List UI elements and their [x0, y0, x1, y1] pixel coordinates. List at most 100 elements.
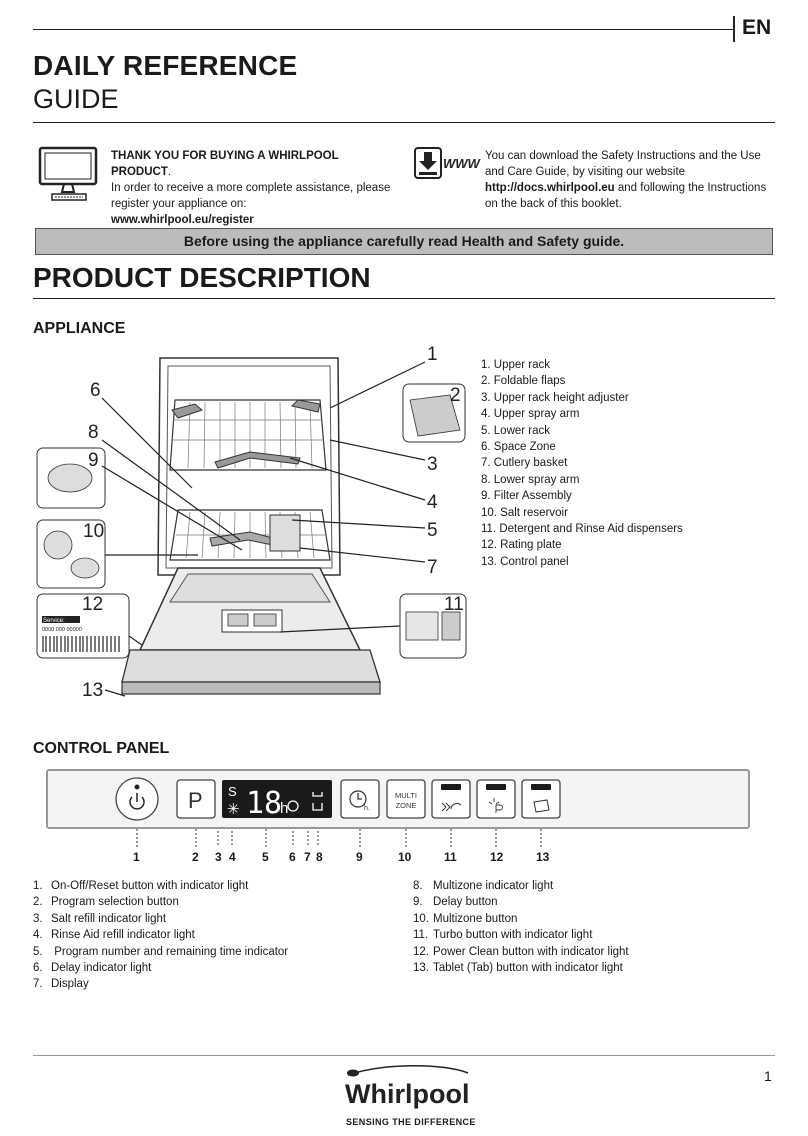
list-item: 3.Salt refill indicator light: [33, 912, 167, 925]
legend-item: 5. Lower rack: [481, 424, 551, 437]
download-text-block: You can download the Safety Instructions…: [485, 150, 767, 210]
callout-2: 2: [450, 385, 461, 406]
program-number-display: 18: [246, 786, 282, 821]
list-item: 6.Delay indicator light: [33, 962, 152, 975]
docs-link[interactable]: http://docs.whirlpool.eu: [485, 182, 615, 194]
panel-number-13: 13: [536, 850, 550, 864]
delay-indicator-icon: [287, 800, 299, 812]
panel-number-12: 12: [490, 850, 504, 864]
footer-rule: [33, 1055, 775, 1056]
legend-item: 10. Salt reservoir: [481, 506, 568, 519]
computer-icon: [38, 146, 98, 201]
list-item: 2.Program selection button: [33, 896, 179, 909]
list-item: 4.Rinse Aid refill indicator light: [33, 929, 195, 942]
section-rule: [33, 298, 775, 299]
callout-10: 10: [83, 521, 105, 542]
register-link[interactable]: www.whirlpool.eu/register: [111, 214, 254, 226]
callout-6: 6: [90, 380, 101, 401]
panel-number-3: 3: [215, 850, 222, 864]
callout-1: 1: [427, 344, 438, 365]
callout-11: 11: [444, 594, 464, 615]
list-item: 13.Tablet (Tab) button with indicator li…: [413, 962, 623, 975]
callout-3: 3: [427, 454, 438, 475]
legend-item: 6. Space Zone: [481, 441, 556, 454]
legend-item: 2. Foldable flaps: [481, 375, 566, 388]
panel-number-6: 6: [289, 850, 296, 864]
callout-13: 13: [82, 680, 104, 701]
download-icon: WWW: [414, 147, 481, 179]
panel-number-2: 2: [192, 850, 199, 864]
panel-number-5: 5: [262, 850, 269, 864]
callout-8: 8: [88, 422, 99, 443]
download-body: You can download the Safety Instructions…: [485, 150, 761, 178]
turbo-indicator-light: [441, 784, 461, 790]
legend-item: 1. Upper rack: [481, 359, 551, 371]
power-clean-icon: [488, 798, 503, 813]
control-panel-legend-right: 8.Multizone indicator light 9.Delay butt…: [413, 878, 629, 976]
callout-9: 9: [88, 450, 99, 471]
list-item: 1.On-Off/Reset button with indicator lig…: [33, 880, 249, 892]
page-title: DAILY REFERENCE: [33, 50, 298, 81]
multizone-button[interactable]: [386, 779, 426, 819]
title-rule: [33, 122, 775, 123]
list-item: 7.Display: [33, 978, 89, 991]
control-panel-heading: CONTROL PANEL: [33, 740, 170, 757]
appliance-legend: 1. Upper rack 2. Foldable flaps 3. Upper…: [481, 357, 683, 570]
legend-item: 3. Upper rack height adjuster: [481, 391, 629, 404]
legend-item: 8. Lower spray arm: [481, 473, 580, 486]
callout-7: 7: [427, 557, 438, 578]
display: [222, 780, 332, 818]
brand-name: Whirlpool: [345, 1079, 469, 1109]
panel-number-1: 1: [133, 850, 140, 864]
callout-5: 5: [427, 520, 438, 541]
list-item: 5. Program number and remaining time ind…: [33, 945, 289, 958]
power-indicator-light: [134, 784, 140, 790]
header-tick: [733, 16, 735, 42]
www-label: WWW: [443, 156, 481, 171]
whirlpool-logo: Whirlpool: [345, 1065, 469, 1109]
panel-number-10: 10: [398, 850, 412, 864]
multizone-label-line2: ZONE: [396, 801, 417, 810]
page-number: 1: [764, 1068, 772, 1084]
panel-number-11: 11: [444, 850, 457, 864]
thanks-heading: THANK YOU FOR BUYING A WHIRLPOOL PRODUCT: [111, 150, 339, 178]
thanks-text-block: THANK YOU FOR BUYING A WHIRLPOOL PRODUCT…: [111, 150, 391, 226]
tablet-icon: [533, 799, 550, 813]
legend-item: 7. Cutlery basket: [481, 457, 568, 470]
clock-icon: [349, 790, 367, 808]
panel-leader-lines: [136, 829, 542, 847]
control-panel-buttons: P S ✳ 18 h h. MULTI ZONE: [115, 777, 561, 821]
panel-number-7: 7: [304, 850, 311, 864]
rinse-aid-indicator: ✳: [227, 801, 240, 818]
legend-item: 13. Control panel: [481, 555, 569, 568]
language-code: EN: [742, 16, 772, 39]
panel-number-4: 4: [229, 850, 236, 864]
list-item: 12.Power Clean button with indicator lig…: [413, 945, 629, 958]
page-subtitle: GUIDE: [33, 84, 119, 114]
rating-service-number: 0000 000 00000: [42, 627, 82, 633]
rating-service-label: Service:: [43, 618, 65, 624]
list-item: 11.Turbo button with indicator light: [413, 929, 593, 942]
panel-number-9: 9: [356, 850, 363, 864]
list-item: 8.Multizone indicator light: [413, 880, 554, 892]
time-unit: h: [280, 800, 288, 817]
list-item: 9.Delay button: [413, 896, 498, 909]
multizone-label-line1: MULTI: [395, 791, 417, 800]
tablet-indicator-light: [531, 784, 551, 790]
thanks-body: In order to receive a more complete assi…: [111, 182, 391, 210]
power-clean-indicator-light: [486, 784, 506, 790]
brand-tagline: SENSING THE DIFFERENCE: [346, 1117, 476, 1127]
dishwasher-diagram: Service: 0000 000 00000: [36, 357, 467, 697]
legend-item: 9. Filter Assembly: [481, 490, 572, 503]
program-button[interactable]: [176, 779, 216, 819]
salt-indicator: S: [228, 784, 237, 799]
callout-4: 4: [427, 492, 438, 513]
header-rule: [33, 29, 733, 30]
callout-12: 12: [82, 594, 104, 615]
legend-item: 4. Upper spray arm: [481, 408, 580, 421]
turbo-icon: [441, 802, 462, 812]
list-item: 10.Multizone button: [413, 912, 518, 925]
multizone-indicator-icon: [312, 792, 323, 811]
legend-item: 11. Detergent and Rinse Aid dispensers: [481, 523, 683, 536]
program-letter: P: [188, 788, 203, 813]
